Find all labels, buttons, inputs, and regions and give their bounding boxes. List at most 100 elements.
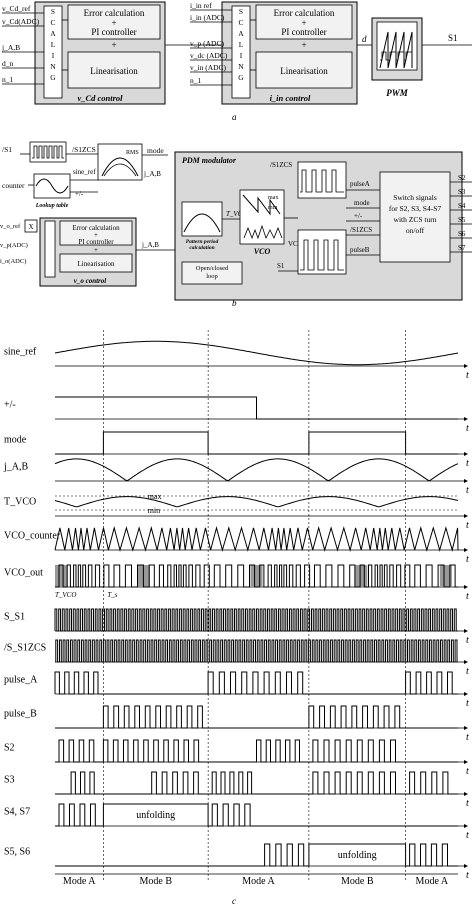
s1zcs2-label: /S1ZCS [350,226,372,234]
tvco-max-label: max [148,492,162,501]
signal-label-0: sine_ref [4,346,37,357]
t-label-10: t [466,732,469,743]
wave-tvco [54,496,459,508]
panel-c: sine_ref+/-modej_A,BT_VCOVCO_counterVCO_… [3,330,469,906]
signal-label-5: VCO_counter [4,530,61,541]
vp-label: v_p(ADC) [0,242,28,249]
mode-label-2: Mode A [242,876,275,887]
signal-label-3: j_A,B [3,461,29,472]
signal-label-14: S5, S6 [4,846,30,857]
axis-arrow-5 [464,548,468,552]
t-label-11: t [466,766,469,777]
input-vcd-ref: v_Cd_ref [2,4,31,13]
multiplier-label: X [28,223,33,231]
wave-ss1zcs [55,639,458,663]
pulseB-plot [297,229,347,275]
vref-label: v_o_ref [0,223,21,230]
vco-plot [239,189,285,245]
wave-s3 [55,771,458,795]
out-s6: S6 [458,230,466,238]
counter-label: counter [2,181,25,190]
error-calc-label-1: Error calculation [84,8,145,18]
plus-label-2a: + [301,18,306,28]
signal-label-9: pulse_A [4,674,38,685]
input-n1-b: n_1 [190,76,202,85]
t-label-1: t [466,423,469,434]
scaling-box-2 [231,5,251,99]
wave-jab [54,458,459,482]
axis-arrow-10 [464,726,468,730]
wave-pulseA [54,671,458,695]
unfolding-label-1: unfolding [136,810,175,821]
t-label-13: t [466,830,469,841]
wave-pulseB [55,705,458,729]
linearisation-box-2 [255,51,353,89]
pwm-sawtooth [379,31,413,69]
switch-text-2: for S2, S3, S4-S7 [389,204,442,213]
t-label-2: t [466,458,469,469]
mode-label-3: Mode B [341,876,374,887]
sineref-label-b: sine_ref [73,168,96,176]
vcoout-shade-2 [250,565,263,587]
t-label-9: t [466,698,469,709]
d-label: d [362,34,367,44]
vcd-control-title: v_Cd control [77,93,123,103]
t-label-14: t [466,870,469,881]
multiplier-block [24,219,38,233]
wave-s4s7 [55,803,458,827]
pm-label-pdm: +/- [354,212,363,220]
unfolding-label-2: unfolding [338,850,377,861]
signal-label-12: S3 [4,774,15,785]
error-pi-box-3 [59,220,133,246]
vcoout-shade-3 [355,565,368,587]
linearisation-label-3: Linearisation [78,260,115,268]
pdm-title: PDM modulator [182,156,237,165]
plus-label-2b: + [301,40,306,50]
rms-label: RMS [126,150,139,156]
axis-arrow-8 [464,660,468,664]
linearisation-label-2: Linearisation [280,66,328,76]
axis-arrow-11 [464,760,468,764]
wave-sine-ref [54,340,459,366]
signal-label-13: S4, S7 [4,806,30,817]
tvco-small-label: T_VCO [55,591,76,599]
input-n1: n_1 [2,75,14,84]
error-calc-label-3: Error calculation [72,224,120,232]
mode-label-0: Mode A [63,876,96,887]
s1-inv-label: /S1 [2,145,12,154]
t-label-4: t [466,520,469,531]
axis-arrow-0 [464,364,468,368]
axis-arrow-14 [464,864,468,868]
signal-label-7: S_S1 [4,611,25,622]
switch-text-4: on/off [406,226,425,235]
out-s3: S3 [458,188,466,196]
mode-label-b: mode [147,146,164,155]
linearisation-box-3 [59,253,133,273]
wave-mode [55,431,458,455]
error-calc-label-2: Error calculation [274,8,335,18]
signal-labels: sine_ref+/-modej_A,BT_VCOVCO_counterVCO_… [3,346,61,857]
signal-label-10: pulse_B [4,708,37,719]
pi-controller-label-2: PI controller [281,27,326,37]
switch-signals-block [379,171,451,263]
caption-a: a [232,112,237,122]
error-pi-box-2 [255,4,353,40]
vcoout-shade-4 [439,565,452,587]
lookup-table-label: Lookup table [35,203,69,209]
axis-arrow-4 [464,514,468,518]
mode-label-1: Mode B [140,876,173,887]
s1-label-pdm: S1 [277,262,285,270]
plus-label-3a: + [94,231,98,239]
jab-label-b: j_A,B [143,170,161,178]
iin-control-title: i_in control [270,93,311,103]
jab-out-label: j_A,B [141,241,159,249]
caption-c: c [232,896,236,906]
panel-b: /S1 /S1ZCS RMS mode counter Lookup table… [0,141,472,308]
vcoout-shade-0 [55,565,68,587]
signal-label-2: mode [4,434,27,445]
out-s4: S4 [458,202,466,210]
signal-label-11: S2 [4,742,15,753]
